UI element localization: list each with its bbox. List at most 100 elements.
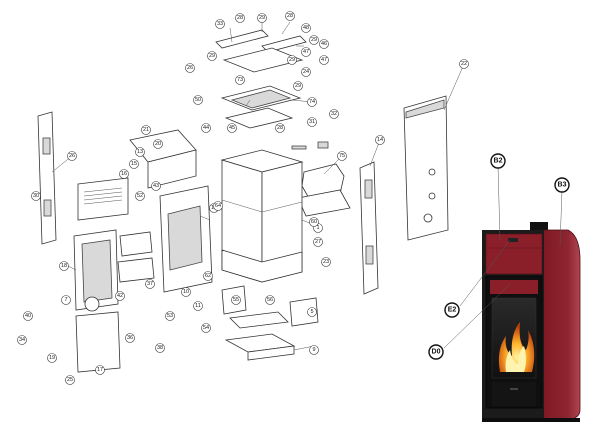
part-callout-circle [207, 51, 217, 61]
part-callout-label: 1 [316, 225, 319, 231]
part-callout-circle [235, 13, 245, 23]
left-back-panel-slot-2 [43, 199, 52, 217]
part-callout-circle [201, 323, 211, 333]
part-callout: 40 [23, 311, 33, 321]
part-callout: 73 [235, 75, 245, 85]
part-callout-label: 10 [183, 289, 189, 295]
part-callout-circle [151, 181, 161, 191]
part-callout-circle [215, 19, 225, 29]
part-callout: 37 [145, 279, 155, 289]
part-callout-circle [155, 343, 165, 353]
part-callout-circle [135, 147, 145, 157]
stove-upper-door [490, 280, 538, 294]
right-side-panel-top [405, 99, 445, 119]
interior-panel-a [119, 231, 153, 257]
part-callout: 43 [151, 181, 161, 191]
part-callout-label: 50 [195, 97, 201, 103]
right-strip-slot-2 [365, 245, 374, 265]
part-callout-circle [301, 67, 311, 77]
right-side-panel-hole-3 [423, 213, 433, 223]
body-frame-divider [221, 199, 263, 213]
right-strip-slot-1 [364, 179, 373, 199]
ash-door [75, 311, 121, 373]
part-callout: 74 [307, 97, 317, 107]
hopper-lid [297, 189, 351, 217]
part-callout: 14 [375, 135, 385, 145]
part-callout: 10 [181, 287, 191, 297]
part-callout-circle [165, 311, 175, 321]
part-callout-label: 48 [303, 25, 309, 31]
right-side-panel-hole-2 [428, 192, 436, 200]
part-callout-circle [275, 123, 285, 133]
part-callout: 60 [309, 217, 319, 227]
part-callout-label: 17 [97, 367, 103, 373]
part-callout-circle [265, 295, 275, 305]
part-callout-label: 38 [157, 345, 163, 351]
stove-callout-b3: B3 [554, 177, 570, 193]
part-callout-label: 29 [311, 37, 317, 43]
part-callout-label: 13 [137, 149, 143, 155]
part-callout: 62 [203, 271, 213, 281]
part-callout: 19 [47, 353, 57, 363]
part-callout-label: 40 [25, 313, 31, 319]
part-callout-circle [193, 301, 203, 311]
part-callout: 7 [61, 295, 71, 305]
right-side-panel [403, 95, 449, 241]
part-callout-circle [65, 375, 75, 385]
part-callout: 28 [235, 13, 245, 23]
exploded-parts [37, 29, 449, 373]
top-cover [222, 47, 304, 73]
left-back-panel-slot-1 [42, 137, 51, 155]
part-callout-circle [337, 151, 347, 161]
knob-part-75 [317, 141, 329, 149]
combustion-chamber-window [167, 205, 203, 271]
part-callout: 46 [319, 39, 329, 49]
part-callout-label: 21 [143, 127, 149, 133]
part-callout-label: 47 [303, 49, 309, 55]
part-callout-circle [135, 191, 145, 201]
part-callout: 26 [67, 151, 77, 161]
right-side-panel-hole-1 [428, 168, 436, 176]
part-callout-label: 29 [289, 57, 295, 63]
part-callout-label: 56 [267, 297, 273, 303]
part-callout-circle [313, 237, 323, 247]
part-callout-label: 27 [315, 239, 321, 245]
part-callout-label: 25 [67, 377, 73, 383]
part-callout-label: 15 [131, 161, 137, 167]
part-callout: 23 [321, 257, 331, 267]
part-callout-label: 7 [64, 297, 67, 303]
part-callout-label: 29 [209, 53, 215, 59]
part-callout-circle [119, 169, 129, 179]
part-callout: 47 [301, 47, 311, 57]
part-callout-label: 5 [310, 309, 313, 315]
interior-panel-b [117, 257, 155, 283]
part-callout-circle [193, 95, 203, 105]
part-callout-label: 34 [19, 337, 25, 343]
bottom-tray-front [247, 345, 295, 361]
part-callout-circle [59, 261, 69, 271]
heat-exchanger-front [147, 149, 197, 189]
part-callout-label: 16 [121, 171, 127, 177]
part-callout: 64 [213, 201, 223, 211]
part-callout-circle [293, 81, 303, 91]
part-callout-label: 60 [311, 219, 317, 225]
part-callout-circle [235, 75, 245, 85]
top-frame-inner [230, 89, 292, 109]
part-callout-label: 26 [187, 65, 193, 71]
part-callout-label: 74 [309, 99, 315, 105]
part-callout-label: 30 [33, 193, 39, 199]
part-callout: 50 [193, 95, 203, 105]
part-callout: 52 [135, 191, 145, 201]
part-callout-circle [309, 345, 319, 355]
part-callout-label: 20 [155, 141, 161, 147]
part-callout-label: 32 [331, 111, 337, 117]
part-callout-circle [145, 279, 155, 289]
part-callout-circle [153, 139, 163, 149]
part-callout: 29 [287, 55, 297, 65]
part-callout: 13 [135, 147, 145, 157]
bolt-part-31 [291, 145, 307, 150]
part-callout-circle [285, 11, 295, 21]
part-callout-label: 33 [217, 21, 223, 27]
part-callout-label: 29 [259, 15, 265, 21]
